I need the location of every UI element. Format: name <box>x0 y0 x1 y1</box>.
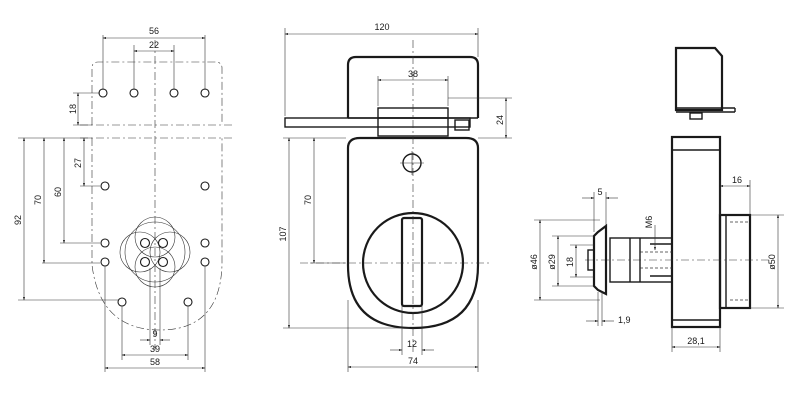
mount-hole <box>100 181 110 191</box>
mount-hole <box>129 88 139 98</box>
dim-24: 24 <box>495 115 505 125</box>
side-view: 5 M6 16 ø46 ø29 18 ø50 1,9 <box>529 46 784 352</box>
bar-tab <box>454 119 470 131</box>
side-body <box>670 135 722 329</box>
side-top-block <box>674 46 724 112</box>
cylinder-arc <box>119 231 161 273</box>
dim-28-1: 28,1 <box>687 336 705 346</box>
dim-74: 74 <box>408 356 418 366</box>
cylinder-arc <box>134 246 176 288</box>
dim-dia46: ø46 <box>529 254 539 270</box>
dim-60: 60 <box>53 187 63 197</box>
upper-plate-outline <box>91 61 223 125</box>
thread-m6: M6 <box>644 216 654 229</box>
mount-hole <box>200 88 210 98</box>
dim-38: 38 <box>408 69 418 79</box>
front-plate-view: 56 22 18 92 70 60 27 9 <box>13 26 232 372</box>
mount-hole <box>200 238 210 248</box>
cylinder-outline <box>124 221 186 283</box>
dim-18: 18 <box>68 104 78 114</box>
mount-hole <box>100 257 110 267</box>
dim-120: 120 <box>374 22 389 32</box>
dim-16: 16 <box>732 175 742 185</box>
dim-27: 27 <box>73 158 83 168</box>
dim-22: 22 <box>149 40 159 50</box>
mount-hole <box>100 238 110 248</box>
dim-9: 9 <box>152 329 157 339</box>
dim-39: 39 <box>150 344 160 354</box>
cylinder-arc <box>149 231 191 273</box>
dim-1-9: 1,9 <box>618 315 631 325</box>
knob-tip <box>587 249 595 271</box>
mount-hole <box>98 88 108 98</box>
mount-hole <box>200 181 210 191</box>
dim-dia29: ø29 <box>547 254 557 270</box>
pin-hole <box>157 237 169 249</box>
pin-hole <box>139 237 151 249</box>
dim-58: 58 <box>150 357 160 367</box>
dim-70: 70 <box>33 195 43 205</box>
cylinder-housing <box>718 213 752 310</box>
lower-plate-outline <box>91 138 223 331</box>
mount-hole <box>169 88 179 98</box>
key-slot <box>400 216 424 308</box>
pin-hole <box>139 256 151 268</box>
dim-5: 5 <box>597 187 602 197</box>
dim-56: 56 <box>149 26 159 36</box>
dim-dia50: ø50 <box>767 254 777 270</box>
lock-body <box>346 136 480 330</box>
mount-hole <box>183 297 193 307</box>
lock-front-view: 120 38 24 107 70 12 74 <box>278 22 512 372</box>
mount-hole <box>200 257 210 267</box>
dim-92: 92 <box>13 215 23 225</box>
dim-12: 12 <box>407 339 417 349</box>
pin-hole <box>157 256 169 268</box>
cylinder-arc <box>134 216 176 258</box>
side-screw <box>689 112 703 120</box>
dim-70b: 70 <box>303 195 313 205</box>
dim-18b: 18 <box>565 257 575 267</box>
mount-hole <box>117 297 127 307</box>
dim-107: 107 <box>278 226 288 241</box>
